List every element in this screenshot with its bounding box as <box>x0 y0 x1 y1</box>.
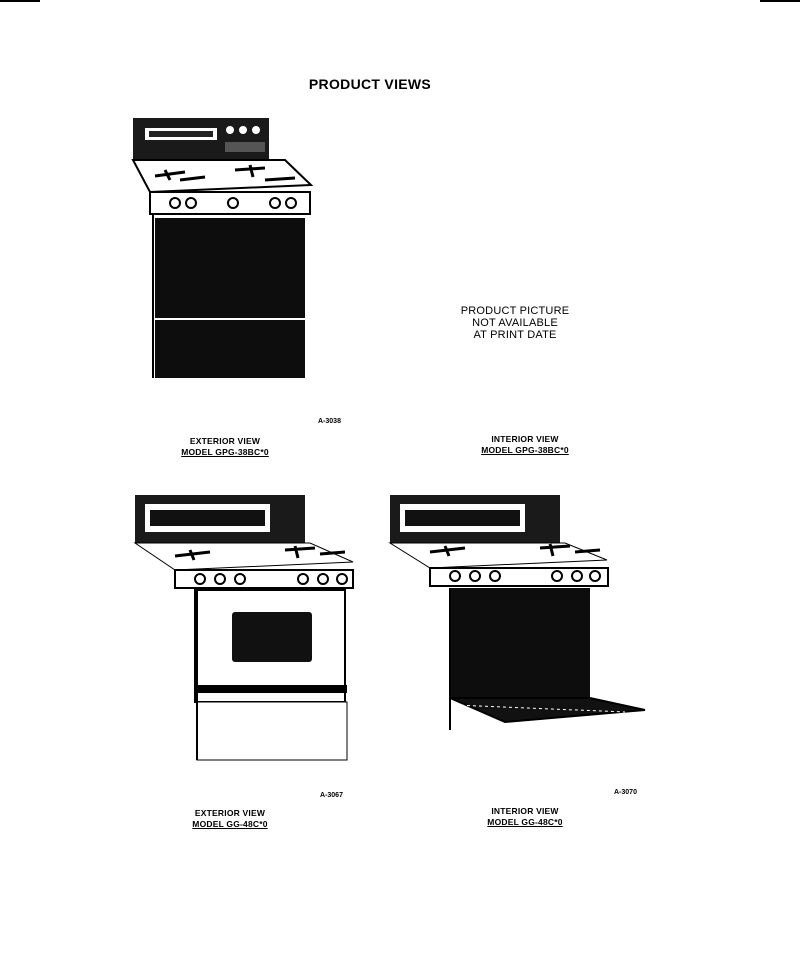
caption-view: EXTERIOR VIEW <box>194 808 266 818</box>
figure-code-4: A-3070 <box>614 789 637 796</box>
range-interior-gg48-illustration <box>388 495 646 730</box>
caption-view: EXTERIOR VIEW <box>189 436 261 446</box>
figure-code-1: A-3038 <box>318 418 341 425</box>
corner-mark-left <box>0 0 40 2</box>
product-picture-unavailable-note: PRODUCT PICTURE NOT AVAILABLE AT PRINT D… <box>440 305 590 341</box>
range-exterior-gg48-illustration <box>133 495 354 761</box>
caption-exterior-gpg38: EXTERIOR VIEW MODEL GPG-38BC*0 <box>160 436 290 458</box>
caption-model: MODEL GG-48C*0 <box>192 819 268 829</box>
caption-interior-gpg38: INTERIOR VIEW MODEL GPG-38BC*0 <box>455 434 595 456</box>
note-line-1: PRODUCT PICTURE <box>460 305 570 317</box>
caption-model: MODEL GPG-38BC*0 <box>181 447 269 457</box>
caption-exterior-gg48: EXTERIOR VIEW MODEL GG-48C*0 <box>165 808 295 830</box>
note-line-2: NOT AVAILABLE <box>472 317 558 329</box>
caption-view: INTERIOR VIEW <box>491 434 559 444</box>
note-line-3: AT PRINT DATE <box>473 329 557 341</box>
page-title: PRODUCT VIEWS <box>308 76 432 92</box>
caption-model: MODEL GPG-38BC*0 <box>481 445 569 455</box>
caption-model: MODEL GG-48C*0 <box>487 817 563 827</box>
caption-interior-gg48: INTERIOR VIEW MODEL GG-48C*0 <box>460 806 590 828</box>
figure-code-3: A-3067 <box>320 792 343 799</box>
caption-view: INTERIOR VIEW <box>491 806 559 816</box>
corner-mark-right <box>760 0 800 2</box>
range-exterior-gpg38-illustration <box>131 118 314 378</box>
